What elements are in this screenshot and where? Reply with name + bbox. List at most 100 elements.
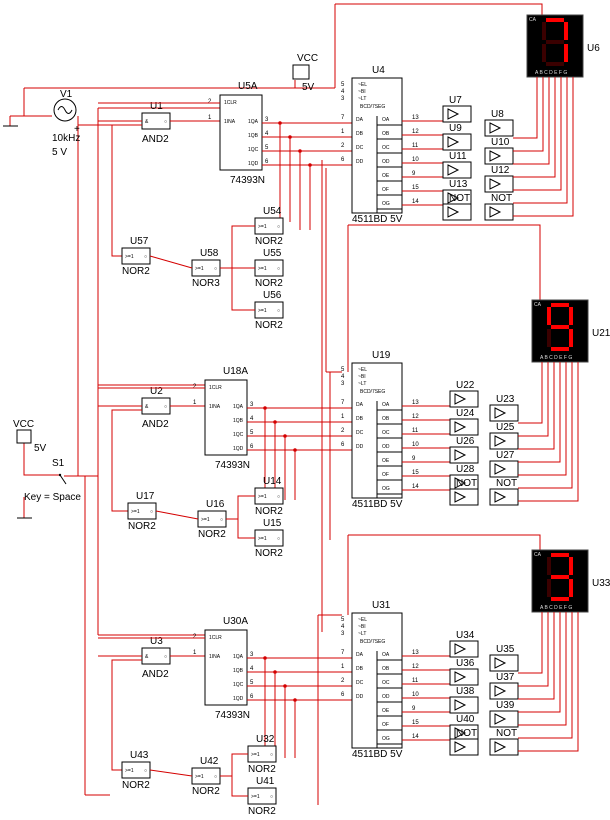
pin-number: 4: [265, 131, 269, 137]
pin-number: 1: [193, 400, 197, 406]
pin-label: 1CLR: [209, 385, 222, 391]
pin-number: 1: [208, 115, 212, 121]
pin-label: 1INA: [224, 119, 236, 125]
pin-number: 12: [412, 129, 419, 135]
pin-label: OD: [382, 159, 390, 165]
counter-type: 74393N: [215, 710, 250, 721]
gate-symbol: >=1: [131, 509, 140, 515]
gate-symbol: ○: [277, 224, 280, 230]
pin-number: 6: [250, 694, 254, 700]
not-gate: NOT: [489, 478, 519, 506]
pin-number: 13: [412, 115, 419, 121]
not-gate-ref: U12: [491, 165, 510, 176]
pin-number: 10: [412, 157, 419, 163]
counter-ref: U18A: [223, 366, 248, 377]
gate-symbol: ○: [277, 266, 280, 272]
gate-ref: U3: [150, 636, 163, 647]
pin-number: 5: [341, 82, 345, 88]
pin-number: 3: [250, 652, 254, 658]
pin-number: 7: [341, 400, 345, 406]
gate-symbol: >=1: [195, 774, 204, 780]
gate-symbol: >=1: [125, 254, 134, 260]
gate-type: AND2: [142, 134, 169, 145]
gate-symbol: ○: [214, 774, 217, 780]
gate-type: NOR3: [192, 278, 220, 289]
decoder-ref: U4: [372, 65, 385, 76]
pin-number: 10: [412, 692, 419, 698]
pin-label: 1QA: [233, 654, 244, 660]
gate-ref: U41: [256, 776, 275, 787]
gate-ref: U42: [200, 756, 219, 767]
gate-ref: U58: [200, 248, 219, 259]
display-ref: U21: [592, 328, 610, 339]
pin-label: ~BI: [358, 374, 366, 380]
gate-type: NOR2: [255, 506, 283, 517]
pin-number: 13: [412, 650, 419, 656]
pin-label: OD: [382, 694, 390, 700]
display-ca: CA: [529, 17, 537, 23]
vcc-top-label: VCC: [297, 53, 318, 64]
pin-number: 6: [265, 159, 269, 165]
pin-label: OC: [382, 680, 390, 686]
gate-ref: U15: [263, 518, 282, 529]
gate-type: NOR2: [255, 320, 283, 331]
not-gate-ref: NOT: [449, 193, 470, 204]
display-ca: CA: [534, 552, 542, 558]
pin-number: 3: [341, 381, 345, 387]
not-gate: NOT: [489, 728, 519, 756]
pin-number: 3: [341, 631, 345, 637]
gate-symbol: ○: [270, 752, 273, 758]
gate-type: NOR2: [255, 236, 283, 247]
decoder-title: BCD/7SEG: [360, 639, 385, 645]
pin-label: 1INA: [209, 654, 221, 660]
gate-symbol: >=1: [258, 308, 267, 314]
gate-ref: U32: [256, 734, 275, 745]
pin-label: OF: [382, 187, 389, 193]
not-gate: NOT: [484, 193, 514, 221]
gate-symbol: &: [145, 404, 149, 410]
pin-label: ~LT: [358, 381, 366, 387]
pin-label: ~EL: [358, 617, 367, 623]
pin-number: 2: [193, 384, 197, 390]
pin-number: 2: [193, 634, 197, 640]
gate-type: AND2: [142, 669, 169, 680]
not-gate-ref: NOT: [496, 478, 517, 489]
source-name: V1: [60, 89, 73, 100]
not-gate: U8: [484, 109, 514, 137]
gate-symbol: &: [145, 654, 149, 660]
pin-number: 1: [341, 664, 345, 670]
not-gate-ref: U26: [456, 436, 475, 447]
gate-symbol: ○: [277, 308, 280, 314]
pin-label: 1QB: [233, 668, 244, 674]
not-gate: NOT: [442, 193, 472, 221]
pin-label: OA: [382, 402, 390, 408]
gate-symbol: >=1: [195, 266, 204, 272]
gate-symbol: >=1: [258, 536, 267, 542]
pin-number: 15: [412, 185, 419, 191]
not-gate: U22: [449, 380, 479, 408]
switch-s1[interactable]: S1 Key = Space: [24, 458, 81, 503]
not-gate: U34: [449, 630, 479, 658]
pin-label: 1QD: [233, 446, 244, 452]
not-gate: U36: [449, 658, 479, 686]
decoder-type: 4511BD 5V: [352, 214, 403, 225]
pin-label: 1INA: [209, 404, 221, 410]
not-gate-ref: U37: [496, 672, 515, 683]
pin-number: 2: [208, 99, 212, 105]
not-gate: U7: [442, 95, 472, 123]
gate-symbol: ○: [277, 536, 280, 542]
pin-number: 5: [341, 367, 345, 373]
pin-number: 15: [412, 470, 419, 476]
